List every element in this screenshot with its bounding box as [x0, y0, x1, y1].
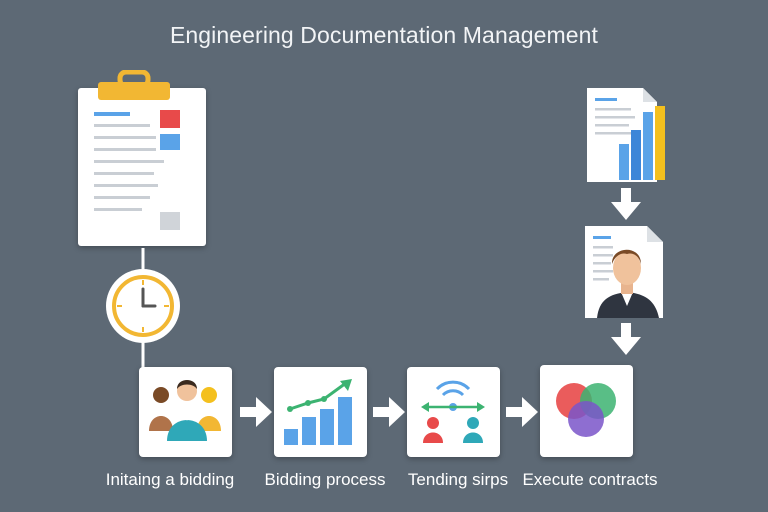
chart-document-icon	[585, 86, 669, 184]
person-document-icon	[583, 224, 671, 320]
step-card-tending	[407, 367, 500, 457]
down-arrow-icon	[611, 323, 641, 355]
network-people-icon	[421, 380, 485, 443]
growth-chart-icon	[284, 379, 352, 445]
right-arrow-icon	[240, 397, 272, 427]
step-card-initiating	[139, 367, 232, 457]
down-arrow-icon	[611, 188, 641, 220]
step-card-bidding-process	[274, 367, 367, 457]
clipboard-document-icon	[78, 70, 210, 250]
right-arrow-icon	[373, 397, 405, 427]
step-card-execute-contracts	[540, 365, 633, 457]
step-label: Tending sirps	[407, 470, 509, 489]
page-title: Engineering Documentation Management	[169, 22, 599, 48]
venn-diagram-icon	[556, 383, 616, 437]
step-label: Execute contracts	[522, 470, 658, 489]
step-label: Initaing a bidding	[105, 470, 235, 489]
team-icon	[149, 380, 221, 441]
right-arrow-icon	[506, 397, 538, 427]
clock-icon	[106, 269, 180, 343]
step-label: Bidding process	[264, 470, 386, 489]
